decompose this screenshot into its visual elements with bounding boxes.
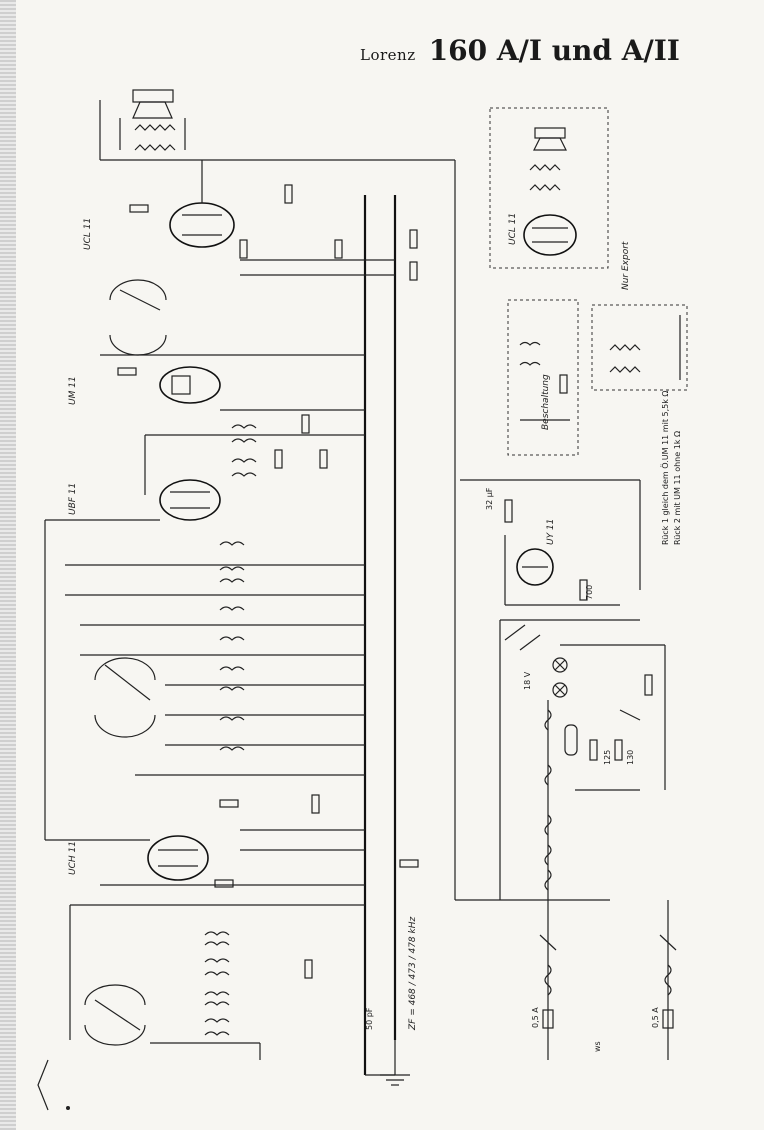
resistor: [117, 367, 137, 376]
scan-edge: [0, 0, 16, 1130]
tube-label-uy11: UY 11: [546, 519, 556, 545]
resistor: [239, 239, 248, 259]
resistor: [504, 499, 513, 523]
tube-uy11: [516, 548, 554, 586]
resistor: [409, 229, 418, 249]
tube-label-ucl11-export: UCL 11: [508, 213, 518, 245]
wiring-label: Beschaltung: [541, 374, 551, 430]
speaker-icon: [132, 89, 174, 119]
lamp-voltage: 18 V: [523, 671, 532, 690]
antenna-coil-bank: [204, 931, 230, 1036]
tube-ucl11-export: [523, 214, 577, 256]
voltage-selector: [619, 709, 641, 721]
fuse-label: 0,5 A: [531, 1007, 540, 1028]
brand-name: Lorenz: [360, 46, 416, 64]
resistor-label: 125: [603, 750, 612, 765]
band-switch-wafer: [109, 279, 167, 356]
transformer-coil: [529, 164, 561, 171]
if-transformer-1: [231, 424, 257, 477]
coil-bank-upper: [219, 541, 245, 751]
dial-lamp-icon: [552, 657, 568, 673]
resistor: [399, 859, 419, 868]
transformer-coil: [519, 341, 541, 346]
if-frequency-note: ZF = 468 / 473 / 478 kHz: [408, 917, 418, 1031]
resistor-label: 700: [585, 585, 594, 600]
mains-switch: [504, 624, 541, 651]
speaker-icon: [533, 127, 567, 151]
tube-label-um11: UM 11: [68, 376, 78, 405]
tube-label-uch11: UCH 11: [68, 841, 78, 875]
tube-uch11: [147, 835, 209, 881]
export-variant-box: [489, 107, 609, 269]
export-label: Nur Export: [621, 241, 631, 290]
resistor: [334, 239, 343, 259]
resistor: [301, 414, 310, 434]
band-switch-wafer: [94, 657, 156, 738]
resistor: [284, 184, 293, 204]
resistor: [219, 799, 239, 808]
antenna-icon: [37, 1059, 49, 1111]
band-switch-wafer: [84, 984, 146, 1046]
mains-label: ws: [593, 1041, 602, 1052]
note-b: Rück 2 mit UM 11 ohne 1k Ω: [673, 431, 682, 545]
resistor: [614, 739, 623, 761]
resistor: [644, 674, 653, 696]
tube-label-ubf11: UBF 11: [68, 483, 78, 515]
schematic-title: Lorenz 160 A/I und A/II: [360, 34, 680, 67]
resistor: [274, 449, 283, 469]
mains-choke: [544, 964, 552, 996]
transformer-coil: [609, 366, 641, 373]
fuse-icon: [542, 1009, 554, 1029]
tube-ucl11: [169, 160, 235, 248]
resistor: [129, 204, 149, 213]
resistor: [214, 879, 234, 888]
mains-switch-contact: [539, 934, 557, 951]
note-a: Rück 1 gleich dem Ö.UM 11 mit 5,5k Ω: [660, 390, 670, 545]
urdox-resistor: [564, 724, 578, 756]
transformer-coil: [519, 361, 541, 366]
transformer-coil: [609, 344, 641, 351]
fuse-icon: [662, 1009, 674, 1029]
dial-lamp-icon: [552, 682, 568, 698]
resistor: [311, 794, 320, 814]
ground-icon: [380, 1040, 410, 1086]
tube-um11: [159, 366, 221, 404]
fuse-label: 0,5 A: [651, 1007, 660, 1028]
model-name: 160 A/I und A/II: [428, 34, 680, 67]
transformer-coil: [529, 184, 561, 191]
tube-label-ucl11: UCL 11: [83, 218, 93, 250]
wiring-variant-box: [507, 299, 579, 456]
resistor: [304, 959, 313, 979]
resistor: [319, 449, 328, 469]
scan-speck: [66, 1106, 70, 1110]
resistor: [409, 261, 418, 281]
tube-ubf11: [159, 479, 221, 521]
output-transformer: [119, 118, 186, 151]
resistor: [589, 739, 598, 761]
resistor: [579, 579, 588, 601]
speaker-option-box: [591, 304, 688, 391]
resistor-label: 130: [626, 750, 635, 765]
mains-choke: [664, 964, 672, 996]
resistor: [559, 374, 568, 394]
mains-switch-contact: [659, 934, 677, 951]
cap-label: 50 pF: [365, 1007, 374, 1030]
cap-label: 32 µF: [485, 487, 494, 510]
